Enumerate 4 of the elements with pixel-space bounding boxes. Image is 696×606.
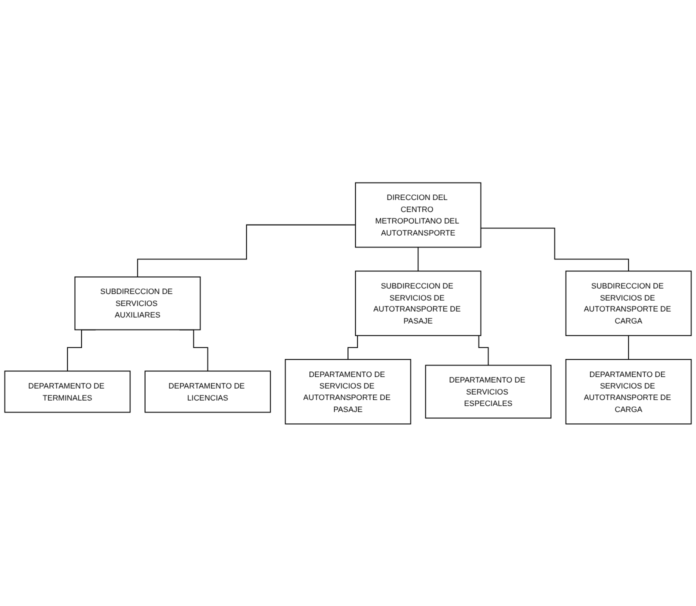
connector — [628, 334, 629, 360]
connector — [480, 227, 629, 272]
connector — [137, 224, 356, 278]
connector — [418, 246, 419, 272]
